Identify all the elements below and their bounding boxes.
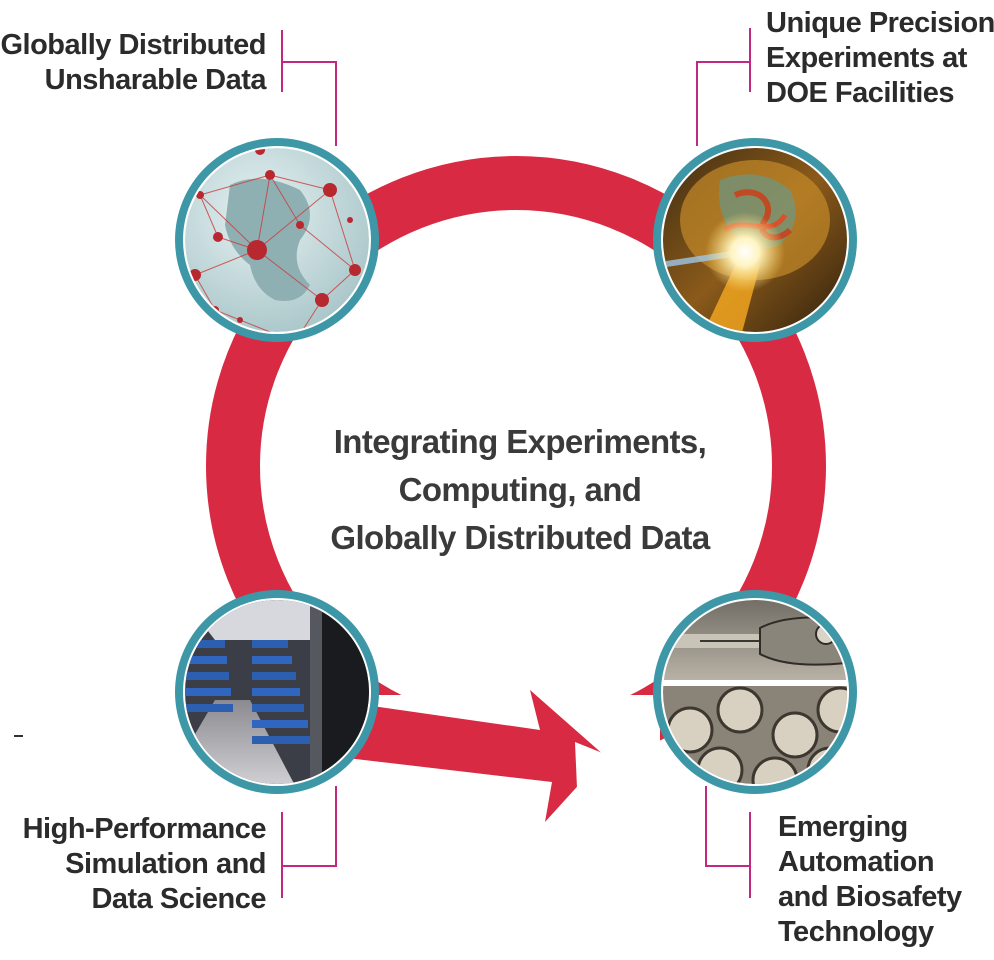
label-line: Experiments at xyxy=(766,42,967,74)
microfluidic-droplets-image xyxy=(653,590,857,794)
label-line: Globally Distributed xyxy=(0,29,266,61)
label-globally-distributed-data: Globally Distributed Unsharable Data xyxy=(0,28,266,98)
cycle-ring xyxy=(206,156,826,822)
cycle-arrow xyxy=(330,690,605,822)
label-line: Emerging xyxy=(778,811,908,843)
stray-dash-mark xyxy=(14,735,23,737)
connector-bottom-left xyxy=(281,786,337,898)
label-line: Unsharable Data xyxy=(44,64,267,96)
connector-bottom-right xyxy=(705,786,751,898)
label-line: Technology xyxy=(778,916,934,948)
label-line: High-Performance xyxy=(22,813,267,845)
label-line: DOE Facilities xyxy=(766,77,955,109)
label-emerging-automation: Emerging Automation and Biosafety Techno… xyxy=(778,810,962,950)
center-title: Integrating Experiments, Computing, and … xyxy=(300,418,740,562)
label-high-performance-simulation: High-Performance Simulation and Data Sci… xyxy=(22,812,267,917)
globe-network-image xyxy=(175,138,379,342)
connector-top-right xyxy=(696,28,751,146)
connector-lines xyxy=(281,28,751,898)
center-title-line: Integrating Experiments, xyxy=(333,423,707,460)
supercomputer-datacenter-image xyxy=(175,590,379,794)
center-title-line: Globally Distributed Data xyxy=(330,519,710,556)
label-line: Unique Precision xyxy=(766,7,994,39)
label-line: Data Science xyxy=(91,883,266,915)
label-line: Simulation and xyxy=(65,848,266,880)
label-line: and Biosafety xyxy=(778,881,962,913)
protein-beam-image xyxy=(653,138,857,342)
label-line: Automation xyxy=(778,846,935,878)
center-title-line: Computing, and xyxy=(398,471,642,508)
label-precision-experiments: Unique Precision Experiments at DOE Faci… xyxy=(766,6,994,111)
connector-top-left xyxy=(281,30,337,146)
